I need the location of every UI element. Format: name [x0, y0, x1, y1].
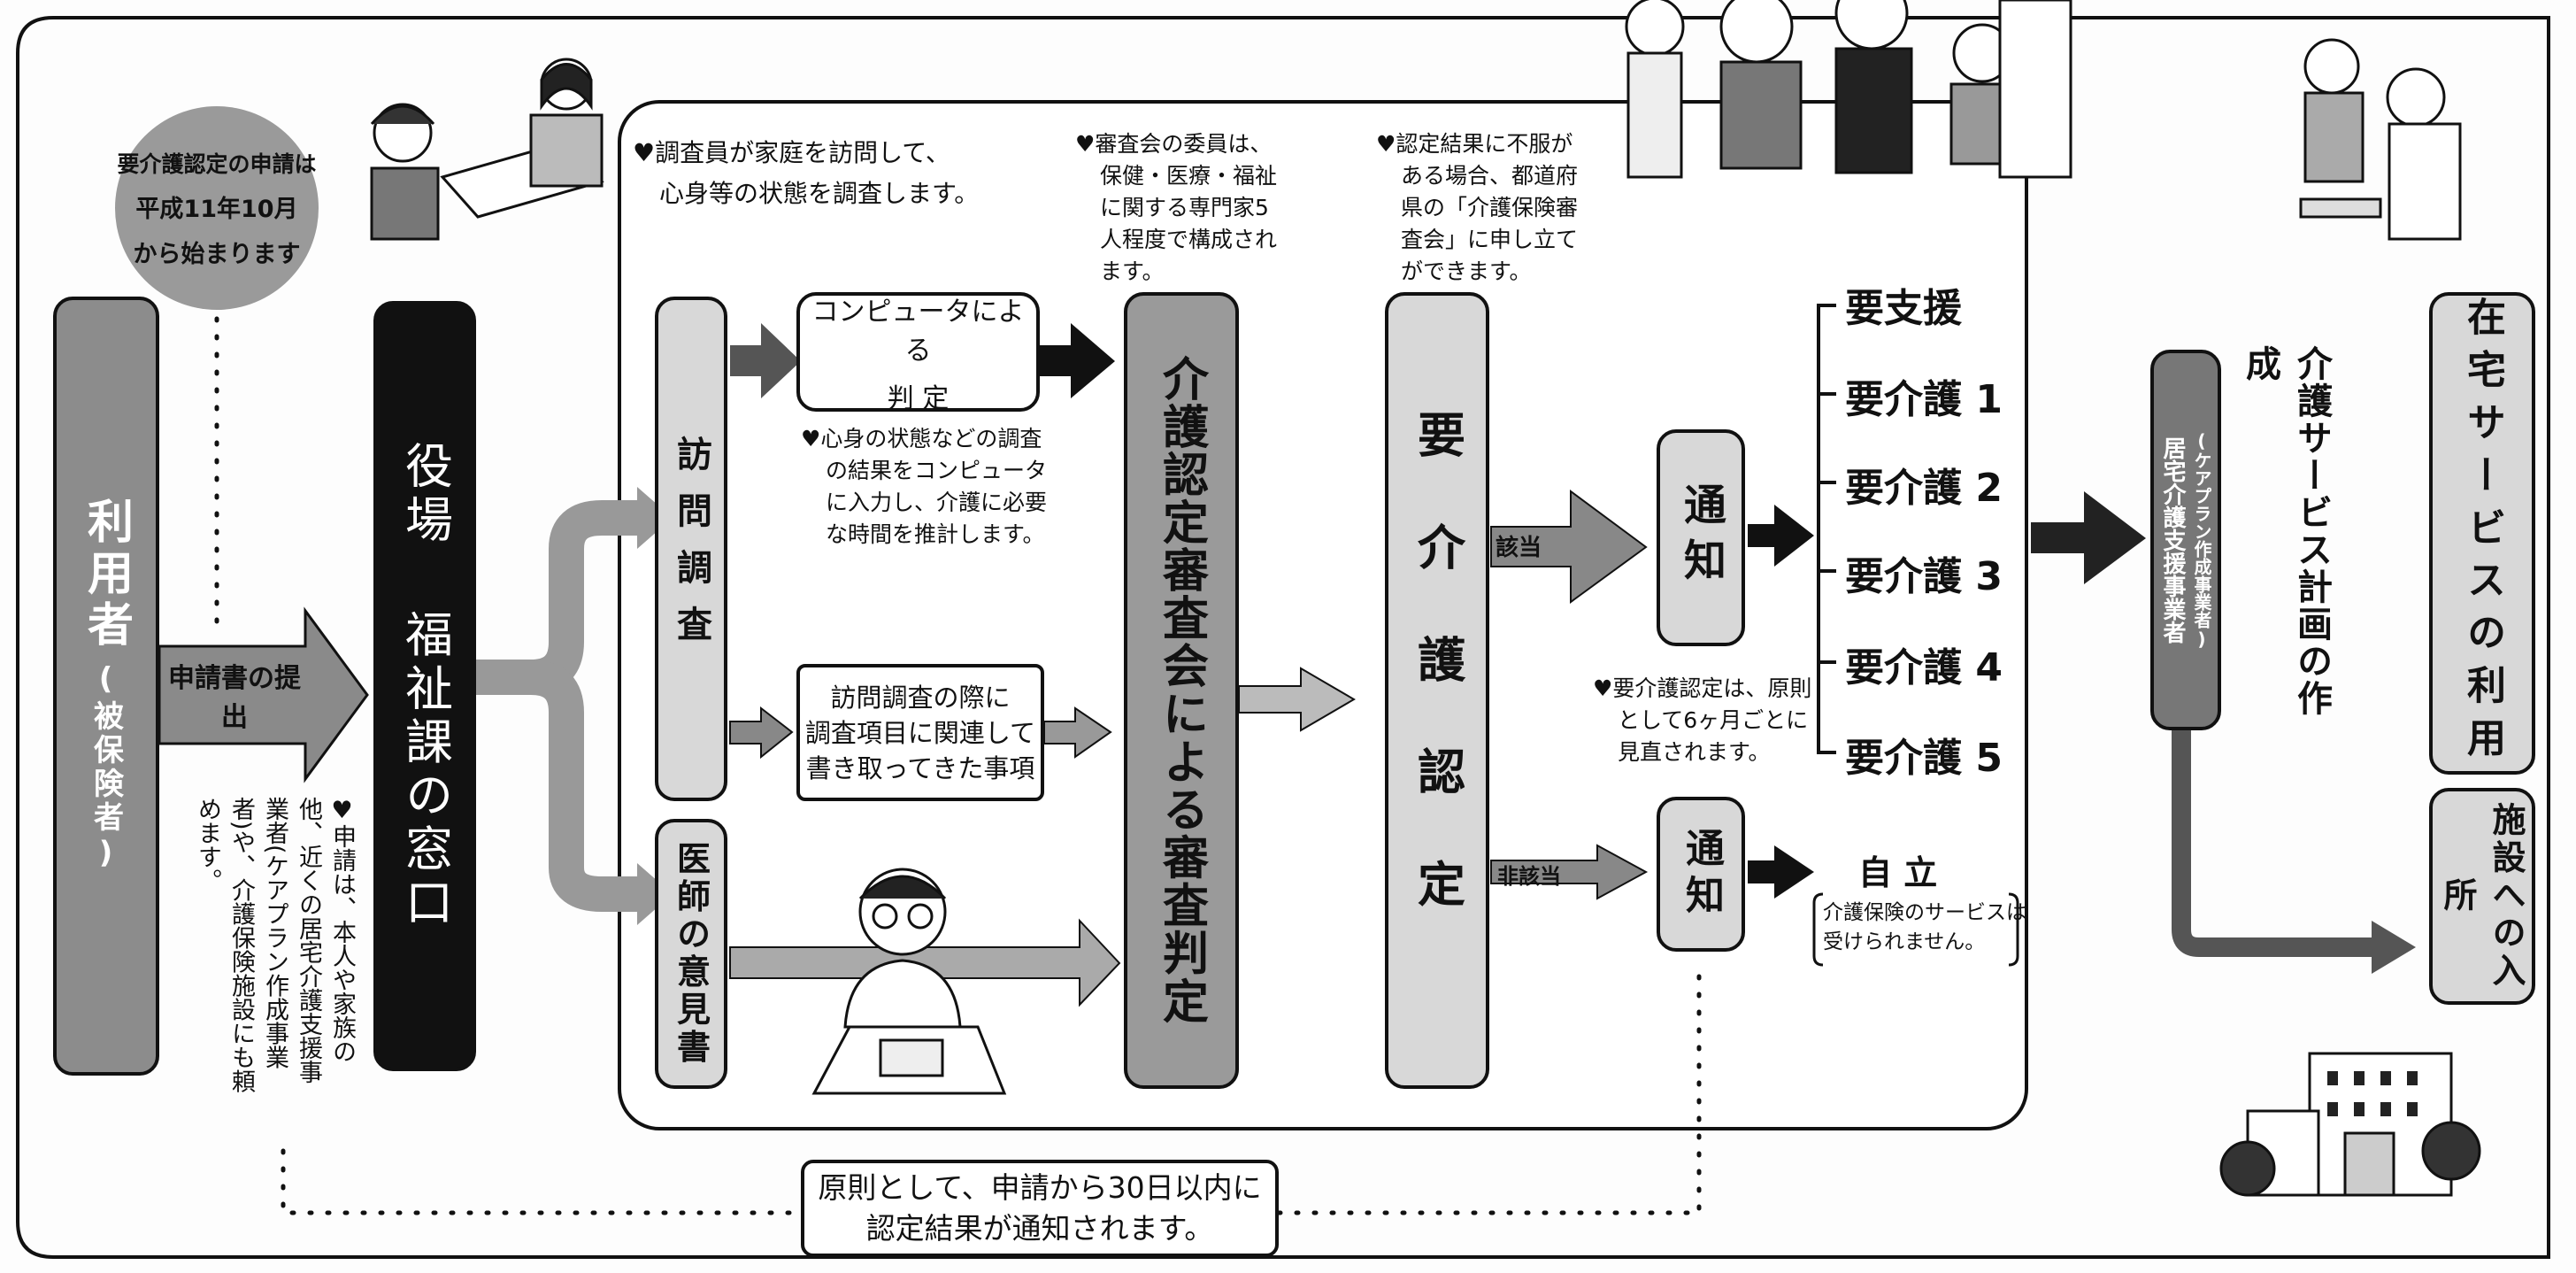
appeal-note-line3: 県の「介護保険審	[1401, 195, 1579, 220]
deadline-line2: 認定結果が通知されます。	[865, 1211, 1214, 1246]
review-note-line1: ♥要介護認定は、原則	[1593, 675, 1812, 701]
committee-note-line1: ♥審査会の委員は、	[1075, 131, 1273, 157]
appeal-note-line2: ある場合、都道府	[1401, 163, 1579, 189]
home-service-label: 在宅サービスの利用	[2460, 297, 2505, 770]
survey-note-line1: ♥調査員が家庭を訪問して、	[633, 138, 950, 167]
doctor-opinion-box: 医師の意見書	[655, 819, 727, 1089]
committee-note-line4: 人程度で構成され	[1100, 227, 1278, 252]
committee-box: 介護認定審査会による審査判定	[1124, 292, 1239, 1089]
care-plan-label: 介護サービス計画の作成	[2240, 345, 2332, 717]
computer-note-line1: ♥心身の状態などの調査	[801, 426, 1042, 451]
user-label: 利用者	[79, 498, 133, 653]
committee-note-line3: に関する専門家5	[1100, 195, 1269, 220]
facility-label: 施設への入所	[2438, 802, 2526, 991]
survey-note: ♥調査員が家庭を訪問して、 心身等の状態を調査します。	[633, 133, 979, 214]
level-care-3: 要介護 3	[1845, 554, 2003, 599]
deadline-line1: 原則として、申請から30日以内に	[818, 1170, 1262, 1205]
office-worker-illustration	[370, 58, 604, 241]
committee-label: 介護認定審査会による審査判定	[1154, 355, 1208, 1026]
doctor-illustration	[811, 868, 1007, 1095]
care-manager-label: 居宅介護支援事業者	[2159, 436, 2186, 644]
banner-line2: 平成11年10月	[135, 196, 298, 223]
family-illustration	[1625, 0, 2072, 179]
computer-note-line3: に入力し、介護に必要	[826, 490, 1048, 515]
appeal-note-line4: 査会」に申し立て	[1401, 227, 1579, 252]
facility-building-illustration	[2219, 1052, 2481, 1197]
computer-note-line4: な時間を推計します。	[826, 521, 1045, 547]
committee-note: ♥審査会の委員は、 保健・医療・福祉 に関する専門家5 人程度で構成され ます。	[1075, 128, 1277, 288]
visit-items-line2: 調査項目に関連して	[804, 717, 1036, 748]
computer-line2: 判 定	[887, 382, 950, 414]
survey-note-line2: 心身等の状態を調査します。	[659, 179, 980, 208]
independent-label: 自 立	[1858, 853, 1938, 892]
start-banner: 要介護認定の申請は 平成11年10月 から始まります	[115, 106, 319, 310]
user-box: 利用者 (被保険者)	[53, 297, 159, 1076]
notice-box-2: 通知	[1657, 797, 1745, 952]
computer-line1: コンピュータによる	[811, 296, 1025, 366]
not-applicable-label: 非該当	[1497, 864, 1561, 889]
notice-label-2: 通知	[1679, 827, 1724, 922]
committee-note-line5: ます。	[1100, 258, 1165, 284]
caregiver-illustration	[2299, 38, 2462, 241]
application-note: ♥申請は、本人や家族の他、近くの居宅介護支援事業者(ケアプラン作成事業者)や、介…	[194, 797, 356, 1093]
care-manager-box: 居宅介護支援事業者 (ケアプラン作成事業者)	[2150, 350, 2221, 730]
banner-line3: から始まります	[133, 241, 301, 268]
deadline-box: 原則として、申請から30日以内に 認定結果が通知されます。	[801, 1160, 1279, 1257]
level-care-4: 要介護 4	[1845, 645, 2003, 691]
computer-judgment-box: コンピュータによる 判 定	[796, 292, 1040, 414]
appeal-note: ♥認定結果に不服が ある場合、都道府 県の「介護保険審 査会」に申し立て ができ…	[1376, 128, 1578, 288]
notice-label-1: 通知	[1676, 482, 1726, 593]
doctor-opinion-label: 医師の意見書	[671, 840, 711, 1068]
facility-box: 施設への入所	[2429, 788, 2535, 1005]
notice-box-1: 通知	[1657, 429, 1745, 646]
home-visit-box: 訪問調査	[655, 297, 727, 801]
home-visit-label: 訪問調査	[671, 436, 711, 662]
care-manager-sub: (ケアプラン作成事業者)	[2191, 430, 2212, 650]
independent-note-line1: 介護保険のサービスは	[1823, 901, 2026, 924]
certification-label: 要介護認定	[1409, 409, 1465, 972]
level-support: 要支援	[1845, 286, 1962, 331]
computer-note: ♥心身の状態などの調査 の結果をコンピュータ に入力し、介護に必要 な時間を推計…	[801, 423, 1047, 551]
home-service-box: 在宅サービスの利用	[2429, 292, 2535, 775]
user-sub: (被保険者)	[88, 661, 124, 875]
committee-note-line2: 保健・医療・福祉	[1100, 163, 1278, 189]
application-label: 申請書の提出	[168, 663, 301, 733]
review-note-line3: 見直されます。	[1618, 739, 1771, 765]
visit-items-box: 訪問調査の際に 調査項目に関連して 書き取ってきた事項	[796, 664, 1044, 801]
applicable-label: 該当	[1496, 535, 1542, 561]
independent-note: 介護保険のサービスは 受けられません。	[1823, 899, 2026, 957]
appeal-note-line5: ができます。	[1401, 258, 1532, 284]
independent-note-line2: 受けられません。	[1823, 930, 1986, 953]
computer-note-line2: の結果をコンピュータ	[826, 458, 1048, 483]
visit-items-line3: 書き取ってきた事項	[805, 752, 1035, 783]
office-box: 役場 福祉課の窓口	[373, 301, 476, 1071]
banner-line1: 要介護認定の申請は	[117, 151, 317, 177]
level-care-2: 要介護 2	[1845, 466, 2003, 511]
review-note: ♥要介護認定は、原則 として6ヶ月ごとに 見直されます。	[1593, 673, 1811, 768]
level-care-1: 要介護 1	[1845, 377, 2003, 422]
review-note-line2: として6ヶ月ごとに	[1618, 707, 1809, 733]
level-care-5: 要介護 5	[1845, 736, 2003, 781]
visit-items-line1: 訪問調査の際に	[830, 682, 1011, 713]
appeal-note-line1: ♥認定結果に不服が	[1376, 131, 1573, 157]
certification-box: 要介護認定	[1385, 292, 1489, 1089]
office-label: 役場 福祉課の窓口	[396, 441, 453, 931]
